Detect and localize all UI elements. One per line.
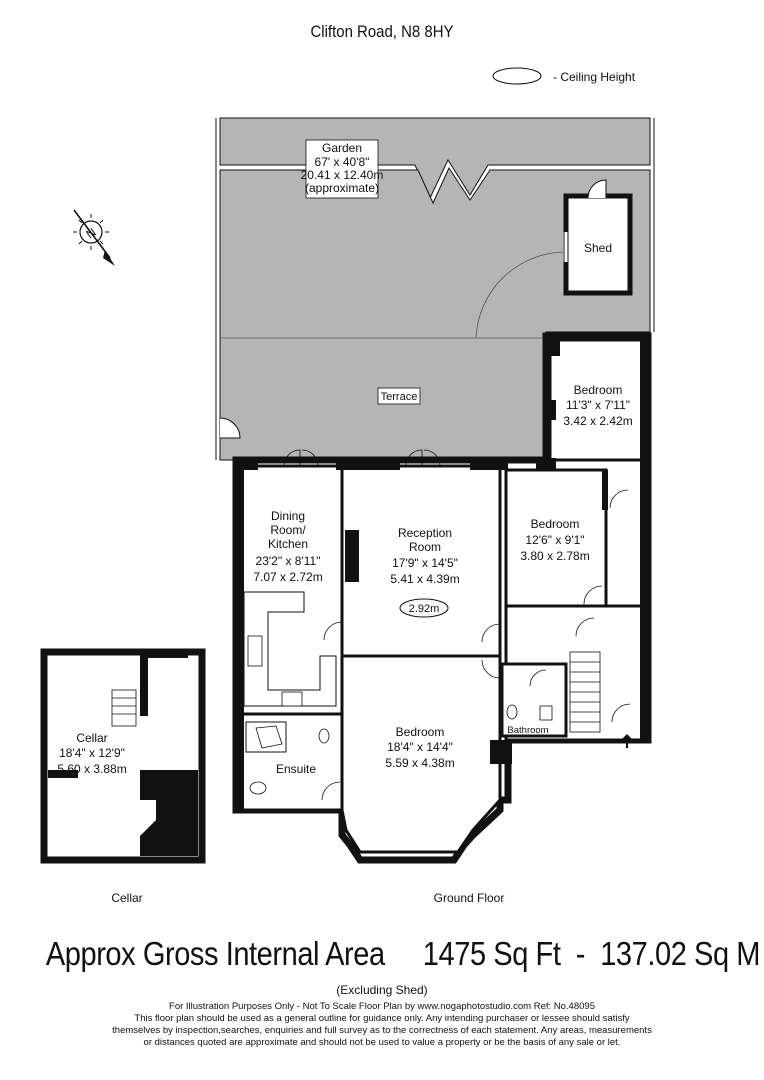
ceiling-height-legend-icon — [492, 67, 542, 85]
basin-icon — [318, 728, 330, 744]
floor-label-ground: Ground Floor — [434, 891, 505, 905]
reception-ceiling: 2.92m — [409, 603, 440, 615]
disclaimer: For Illustration Purposes Only - Not To … — [0, 1001, 764, 1049]
bedroom-front-metric: 5.59 x 4.38m — [385, 756, 454, 770]
disclaimer-line-4: or distances quoted are approximate and … — [143, 1037, 621, 1048]
sink-icon — [247, 635, 263, 667]
garden-imperial: 67' x 40'8" — [315, 155, 370, 169]
bedroom-rear-name: Bedroom — [574, 383, 623, 397]
bathroom-basin-icon — [539, 705, 553, 721]
reception-imperial: 17'9" x 14'5" — [392, 556, 458, 570]
dining-name-1: Dining — [271, 509, 305, 523]
ensuite-name: Ensuite — [276, 762, 316, 776]
bedroom-mid-name: Bedroom — [531, 517, 580, 531]
bathroom-toilet-icon — [506, 704, 518, 720]
dining-metric: 7.07 x 2.72m — [253, 570, 322, 584]
hob-icon — [281, 691, 303, 707]
garden-metric: 20.41 x 12.40m — [301, 168, 384, 182]
north-compass-icon: N — [73, 209, 115, 266]
bathroom-name: Bathroom — [507, 725, 548, 736]
wall-blocks — [236, 336, 648, 810]
dining-imperial: 23'2" x 8'11" — [256, 554, 321, 568]
shed-name: Shed — [584, 241, 612, 255]
disclaimer-line-2: This floor plan should be used as a gene… — [134, 1013, 630, 1024]
bedroom-front-imperial: 18'4" x 14'4" — [387, 740, 453, 754]
bedroom-mid-imperial: 12'6" x 9'1" — [525, 533, 584, 547]
cellar-plan — [40, 648, 206, 864]
property-address: Clifton Road, N8 8HY — [310, 22, 454, 41]
floor-label-cellar: Cellar — [111, 891, 142, 905]
disclaimer-line-3: themselves by inspection,searches, enqui… — [112, 1025, 652, 1036]
terrace-name: Terrace — [381, 391, 418, 403]
kitchen-counter — [243, 591, 337, 707]
shed — [563, 179, 633, 296]
bedroom-mid-metric: 3.80 x 2.78m — [520, 549, 589, 563]
toilet-icon — [249, 781, 267, 795]
reception-metric: 5.41 x 4.39m — [390, 572, 459, 586]
bedroom-rear-imperial: 11'3" x 7'11" — [566, 398, 630, 412]
cellar-imperial: 18'4" x 12'9" — [59, 746, 125, 760]
bedroom-front-name: Bedroom — [396, 725, 445, 739]
garden-name: Garden — [322, 141, 362, 155]
cellar-name: Cellar — [76, 731, 107, 745]
cellar-metric: 5.60 x 3.88m — [57, 762, 126, 776]
entrance-arrow-icon — [621, 734, 633, 748]
bedroom-rear-metric: 3.42 x 2.42m — [563, 414, 632, 428]
reception-ceiling-oval — [399, 598, 449, 618]
reception-name-1: Reception — [398, 526, 452, 540]
stairs — [569, 651, 601, 733]
ceiling-height-legend-label: - Ceiling Height — [553, 70, 636, 84]
door-swings — [283, 449, 631, 801]
disclaimer-line-1: For Illustration Purposes Only - Not To … — [169, 1001, 595, 1012]
reception-name-2: Room — [409, 540, 441, 554]
garden-note: (approximate) — [305, 181, 379, 195]
gross-internal-area: Approx Gross Internal Area 1475 Sq Ft - … — [45, 935, 761, 972]
excluding-shed-note: (Excluding Shed) — [336, 983, 428, 997]
dining-name-3: Kitchen — [268, 537, 308, 551]
dining-name-2: Room/ — [270, 523, 306, 537]
